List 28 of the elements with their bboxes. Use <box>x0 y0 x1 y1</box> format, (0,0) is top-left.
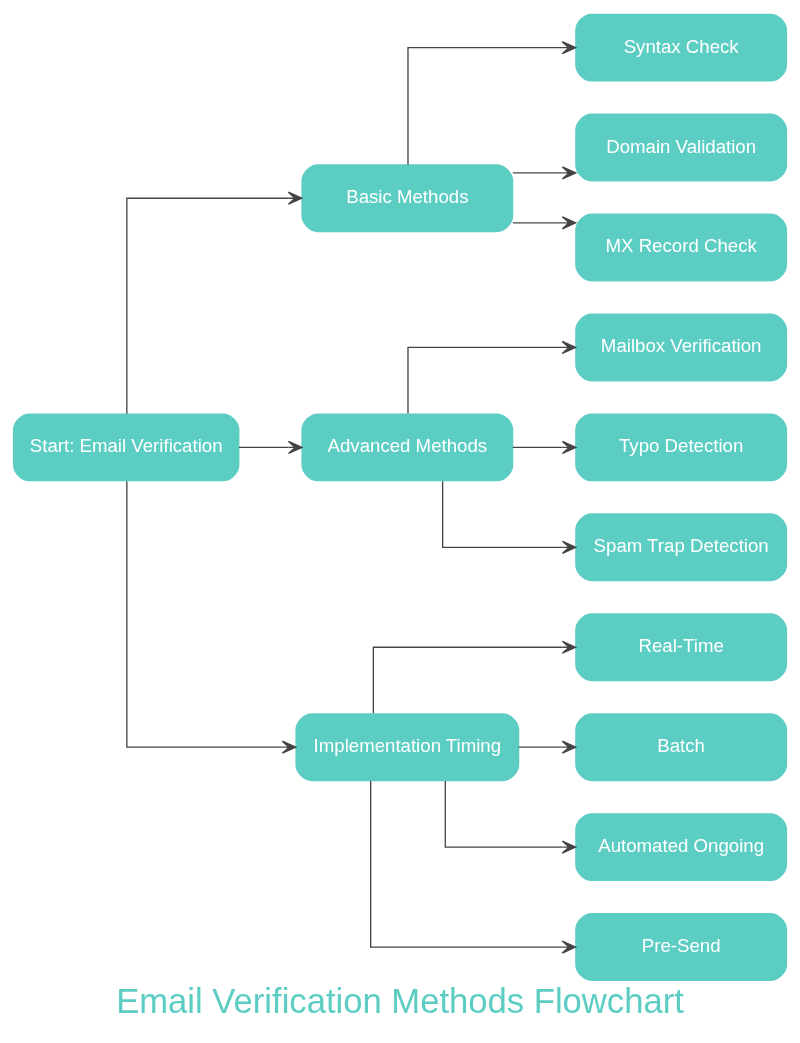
arrow <box>512 215 577 230</box>
diagram-title: Email Verification Methods Flowchart <box>116 981 684 1020</box>
node-box: Implementation Timing <box>295 712 520 781</box>
arrow <box>407 40 577 165</box>
arrow <box>512 165 577 180</box>
arrow <box>444 779 577 854</box>
arrow <box>512 440 577 454</box>
node-box: Spam Trap Detection <box>575 512 788 581</box>
node-box: Pre-Send <box>575 912 788 981</box>
node-box: Typo Detection <box>575 412 788 481</box>
arrow <box>407 340 577 414</box>
node-box: Domain Validation <box>575 113 788 182</box>
node-box: Real-Time <box>575 612 788 681</box>
arrow <box>518 740 577 754</box>
node-box: Start: Email Verification <box>12 412 240 481</box>
node-box: Basic Methods <box>301 163 514 232</box>
arrow <box>126 480 297 754</box>
arrow <box>441 480 577 554</box>
node-box: Advanced Methods <box>301 412 514 481</box>
node-box: MX Record Check <box>575 213 788 281</box>
node-box: Batch <box>575 712 788 781</box>
arrow <box>372 640 577 714</box>
arrow <box>370 779 577 954</box>
arrow <box>126 191 303 414</box>
node-box: Syntax Check <box>575 13 788 82</box>
arrow <box>238 440 303 454</box>
node-box: Automated Ongoing <box>575 812 788 881</box>
node-box: Mailbox Verification <box>575 312 788 381</box>
